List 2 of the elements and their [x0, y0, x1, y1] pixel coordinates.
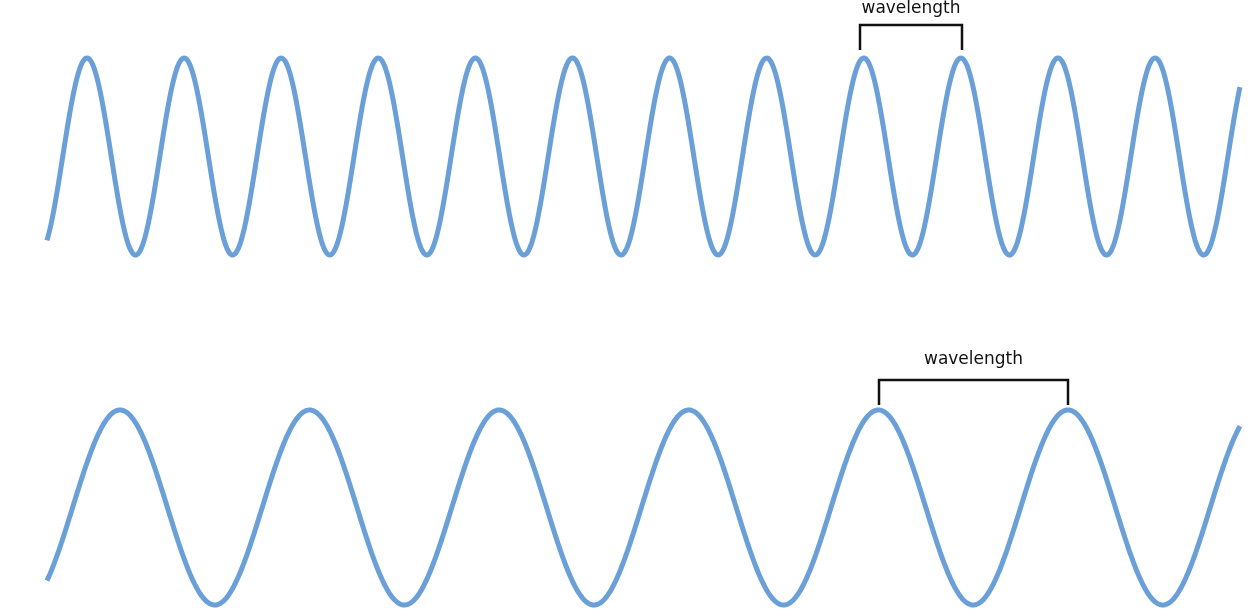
wavelength-label: wavelength	[861, 0, 961, 17]
wavelength-label: wavelength	[924, 348, 1023, 368]
